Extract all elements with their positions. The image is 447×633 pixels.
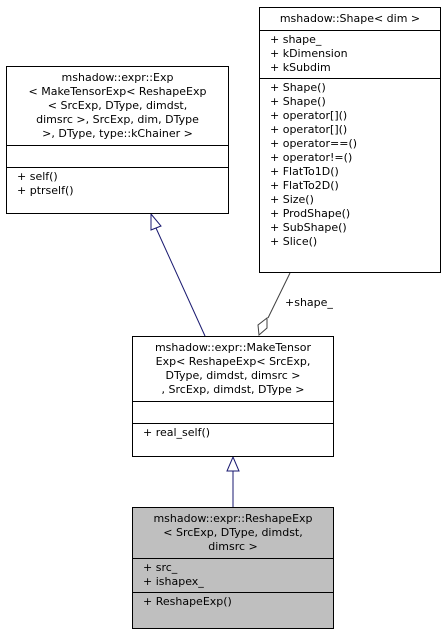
method: + FlatTo2D() [270,179,339,192]
method: + ReshapeExp() [143,595,232,608]
method: + operator!=() [270,151,353,164]
class-reshape-exp-attributes: + src_ + ishapex_ [133,558,333,592]
class-exp-attributes [7,145,228,167]
class-exp-title-line: < MakeTensorExp< ReshapeExp [28,85,207,98]
class-make-tensor-exp-title-line: mshadow::expr::MakeTensor [154,341,312,354]
inheritance-arrowhead-maketensor [226,455,240,472]
class-reshape-exp-title: mshadow::expr::ReshapeExp < SrcExp, DTyp… [133,508,333,558]
class-shape[interactable]: mshadow::Shape< dim > + shape_ + kDimens… [259,7,441,273]
method: + Size() [270,193,314,206]
composition-diamond [257,316,268,337]
class-make-tensor-exp-title-line: DType, dimdst, dimsrc > [165,369,301,382]
method: + FlatTo1D() [270,165,339,178]
edge-label-shape: +shape_ [285,296,333,309]
composition-edge-shape [267,272,291,319]
attribute: + kDimension [270,47,348,60]
class-exp-title-line: dimsrc >, SrcExp, dim, DType [36,113,199,126]
class-reshape-exp-title-line: mshadow::expr::ReshapeExp [153,512,313,525]
attribute: + shape_ [270,33,322,46]
method: + operator==() [270,137,358,150]
class-reshape-exp-methods: + ReshapeExp() [133,592,333,612]
class-shape-title-line: mshadow::Shape< dim > [279,12,421,25]
class-shape-attributes: + shape_ + kDimension + kSubdim [260,30,440,78]
class-make-tensor-exp[interactable]: mshadow::expr::MakeTensor Exp< ReshapeEx… [132,336,334,457]
method: + operator[]() [270,109,348,122]
method: + ptrself() [17,184,74,197]
class-exp-title: mshadow::expr::Exp < MakeTensorExp< Resh… [7,67,228,145]
class-exp-title-line: mshadow::expr::Exp [61,71,174,84]
class-exp-methods: + self() + ptrself() [7,167,228,201]
inheritance-edge-maketensor-to-exp [155,227,206,337]
method: + Shape() [270,95,326,108]
class-make-tensor-exp-attributes [133,401,333,423]
class-exp[interactable]: mshadow::expr::Exp < MakeTensorExp< Resh… [6,66,229,214]
method: + real_self() [143,426,211,439]
class-reshape-exp[interactable]: mshadow::expr::ReshapeExp < SrcExp, DTyp… [132,507,334,629]
class-reshape-exp-title-line: < SrcExp, DType, dimdst, [163,526,303,539]
attribute: + src_ [143,561,178,574]
class-reshape-exp-title-line: dimsrc > [208,540,258,553]
class-exp-title-line: >, DType, type::kChainer > [42,127,193,140]
class-make-tensor-exp-title: mshadow::expr::MakeTensor Exp< ReshapeEx… [133,337,333,401]
class-shape-methods: + Shape() + Shape() + operator[]() + ope… [260,78,440,252]
class-make-tensor-exp-methods: + real_self() [133,423,333,443]
attribute: + ishapex_ [143,575,204,588]
class-shape-title: mshadow::Shape< dim > [260,8,440,30]
inheritance-arrowhead-exp [150,212,162,231]
class-make-tensor-exp-title-line: Exp< ReshapeExp< SrcExp, [155,355,311,368]
method: + self() [17,170,58,183]
method: + SubShape() [270,221,347,234]
method: + ProdShape() [270,207,351,220]
class-make-tensor-exp-title-line: , SrcExp, dimdst, DType > [161,383,305,396]
attribute: + kSubdim [270,61,331,74]
method: + Slice() [270,235,318,248]
class-exp-title-line: < SrcExp, DType, dimdst, [47,99,188,112]
method: + Shape() [270,81,326,94]
method: + operator[]() [270,123,348,136]
